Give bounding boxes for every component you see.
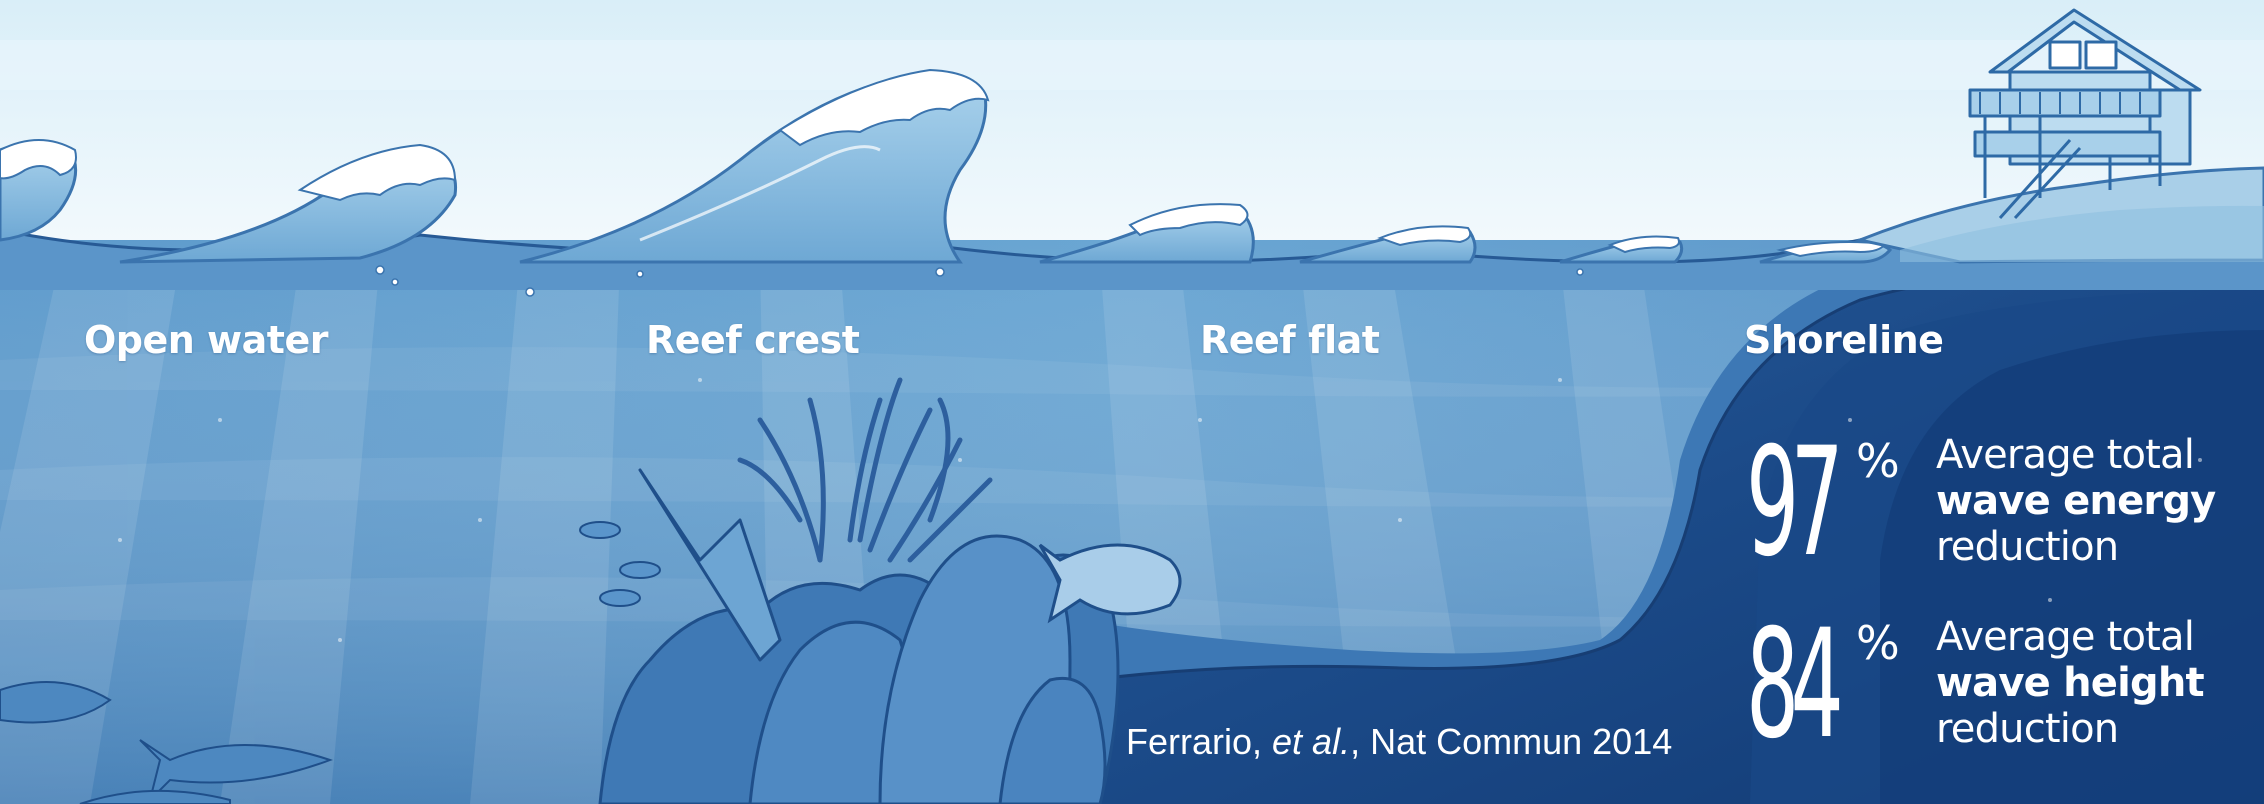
credit-etal: et al. (1272, 721, 1350, 762)
zone-label-reef-flat: Reef flat (1200, 318, 1379, 362)
stat-description: Average total wave energy reduction (1936, 432, 2215, 570)
stat-line-3: reduction (1936, 524, 2215, 570)
stat-value: 97 (1746, 428, 1835, 578)
stat-wave-energy: 97 % Average total wave energy reduction (1746, 428, 2246, 588)
credit-source: , Nat Commun 2014 (1350, 721, 1672, 762)
zone-label-open-water: Open water (84, 318, 328, 362)
stat-line-1: Average total (1936, 614, 2204, 660)
sky-band (0, 40, 2264, 90)
stat-line-3: reduction (1936, 706, 2204, 752)
stat-description: Average total wave height reduction (1936, 614, 2204, 752)
stat-line-2: wave energy (1936, 478, 2215, 524)
stat-line-1: Average total (1936, 432, 2215, 478)
stat-wave-height: 84 % Average total wave height reduction (1746, 610, 2246, 770)
zone-label-shoreline: Shoreline (1744, 318, 1943, 362)
zone-label-reef-crest: Reef crest (646, 318, 859, 362)
stat-line-2: wave height (1936, 660, 2204, 706)
credit-author: Ferrario, (1126, 721, 1272, 762)
stat-unit: % (1856, 620, 1900, 666)
stat-unit: % (1856, 438, 1900, 484)
stat-value: 84 (1746, 610, 1835, 760)
source-credit: Ferrario, et al., Nat Commun 2014 (1126, 722, 1672, 762)
